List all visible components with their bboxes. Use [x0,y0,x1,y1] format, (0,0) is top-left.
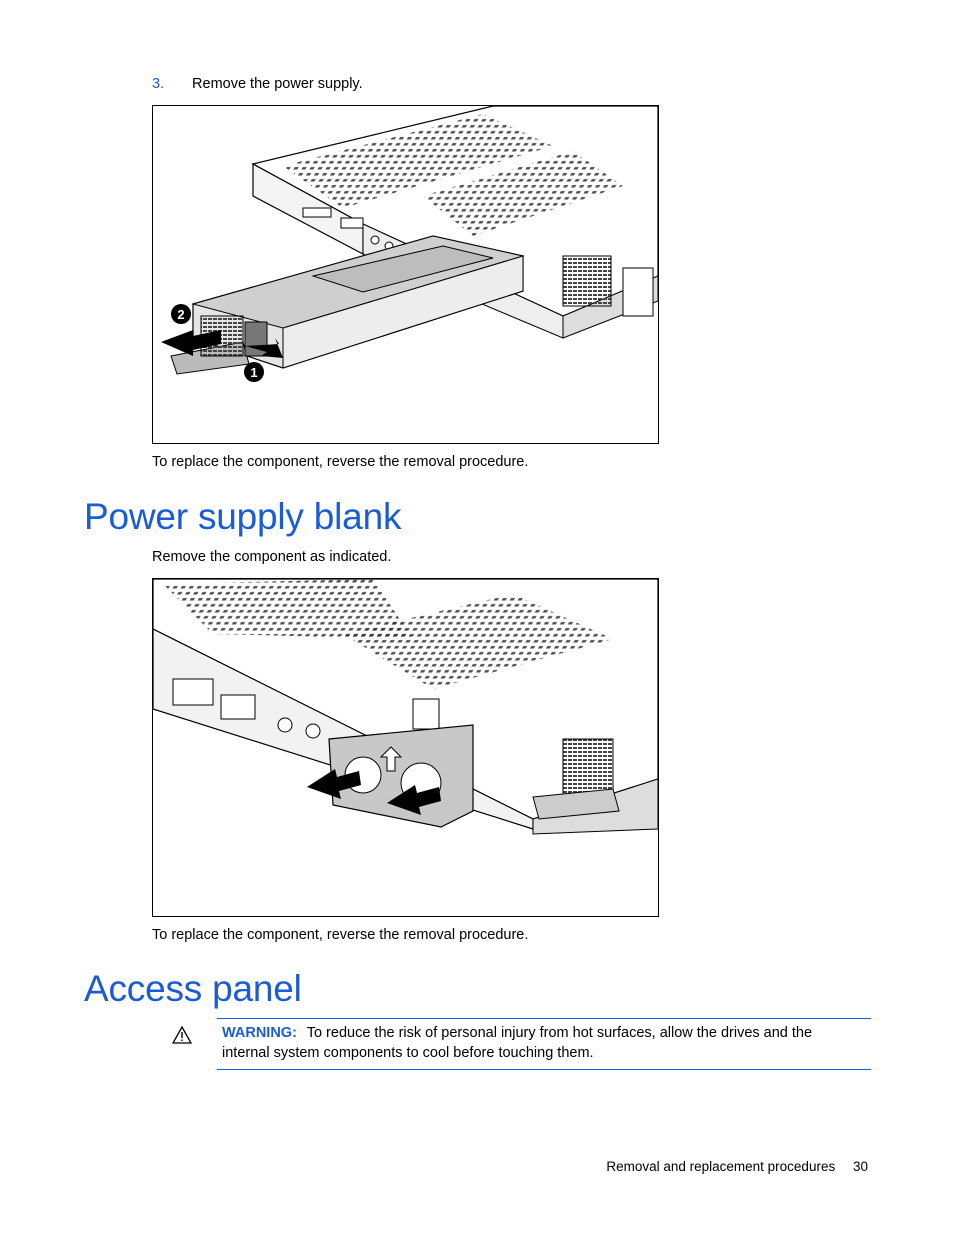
section-intro: Remove the component as indicated. [152,549,392,565]
power-supply-illustration: 2 1 [161,106,658,382]
figure-power-supply-blank-removal [152,578,659,917]
step-3: 3. Remove the power supply. [152,76,363,92]
warning-text: To reduce the risk of personal injury fr… [222,1025,813,1061]
page-footer: Removal and replacement procedures 30 [606,1159,868,1174]
callout-2: 2 [171,304,191,324]
svg-text:2: 2 [177,307,184,322]
heading-power-supply-blank: Power supply blank [84,496,402,537]
warning-bottom-rule [217,1069,871,1070]
step-number: 3. [152,76,165,92]
replace-note-2: To replace the component, reverse the re… [152,927,529,943]
warning-message: WARNING: To reduce the risk of personal … [222,1023,854,1063]
page-number: 30 [852,1159,868,1174]
callout-1: 1 [244,362,264,382]
footer-chapter: Removal and replacement procedures [606,1159,836,1174]
figure-power-supply-removal: 2 1 [152,105,659,444]
warning-label: WARNING: [222,1025,297,1041]
step-text: Remove the power supply. [192,76,363,92]
replace-note-1: To replace the component, reverse the re… [152,454,529,470]
power-supply-blank-illustration [153,579,658,835]
warning-top-rule [217,1018,871,1019]
svg-text:1: 1 [250,365,257,380]
warning-triangle-icon [171,1025,193,1049]
heading-access-panel: Access panel [84,968,302,1009]
